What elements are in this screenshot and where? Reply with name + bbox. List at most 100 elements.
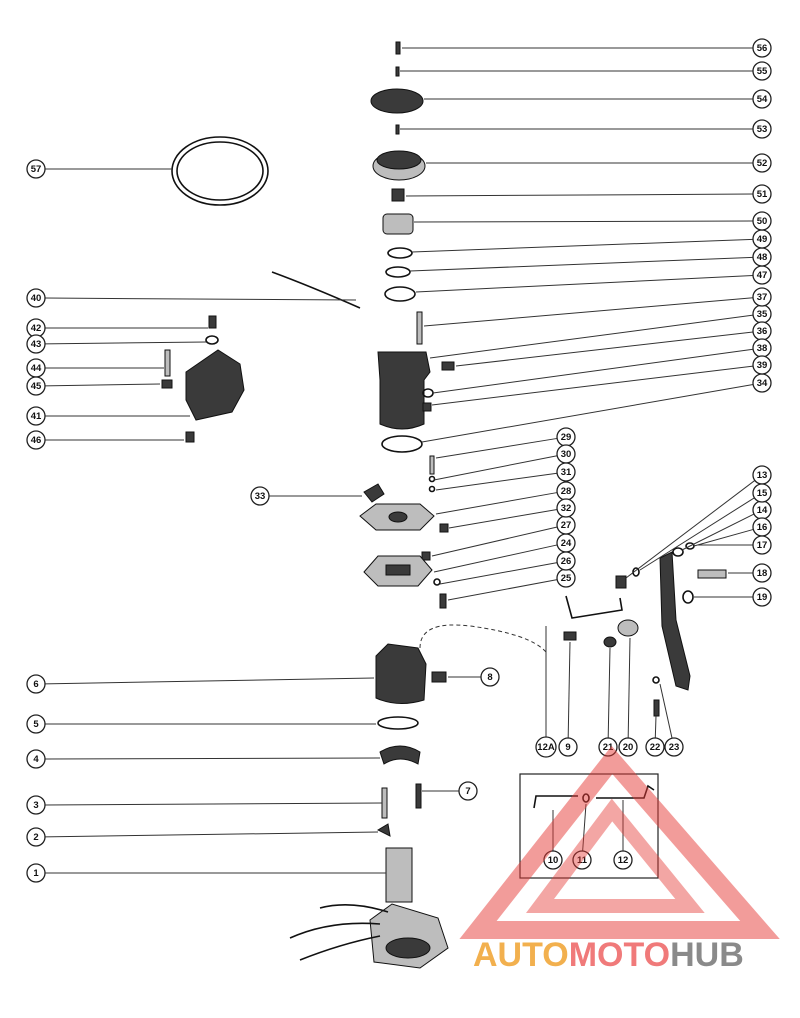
callout-label: 50 [757,216,768,227]
callout-26: 26 [556,551,576,571]
part-10-rod [533,795,578,809]
leader-49 [411,238,754,253]
callout-circle [26,159,46,179]
part-55-pin [395,66,400,77]
callout-circle [26,430,46,450]
part-46-nut [185,431,195,443]
callout-label: 22 [650,742,661,753]
callout-57: 57 [26,159,46,179]
part-1-wires [289,904,389,961]
callout-circle [752,38,772,58]
callout-42: 42 [26,318,46,338]
leader-51 [405,193,754,197]
watermark-triangle-outer [459,745,780,939]
leader-50 [413,220,754,223]
leader-45 [44,383,161,387]
leader-2 [44,831,379,838]
part-24-bracket-slot [385,564,411,576]
part-15-clip [632,567,640,577]
callout-label: 15 [757,488,768,499]
leader-6 [44,677,375,685]
callout-circle [613,850,633,870]
part-23-washer [652,676,660,684]
callout-13: 13 [752,465,772,485]
callout-circle [752,563,772,583]
part-40-cable [271,271,361,309]
callout-35: 35 [752,304,772,324]
callout-label: 43 [31,339,42,350]
leader-21 [607,647,611,739]
part-4-band [379,745,421,765]
part-8-fitting [431,671,447,683]
callout-label: 23 [669,742,680,753]
callout-34: 34 [752,373,772,393]
callout-label: 57 [31,164,42,175]
leader-22 [654,715,657,739]
callout-circle [752,535,772,555]
watermark-hub: HUB [670,936,744,974]
callout-30: 30 [556,444,576,464]
callout-56: 56 [752,38,772,58]
part-39-plug [422,402,432,412]
leader-23 [659,683,673,739]
leader-48 [409,256,754,272]
callout-circle [618,737,638,757]
part-33-bracket [363,483,385,503]
callout-32: 32 [556,498,576,518]
part-13-bolt [615,575,627,589]
callout-label: 13 [757,470,768,481]
part-19-washer [682,590,694,604]
leader-27 [431,526,558,557]
callout-label: 21 [603,742,614,753]
callout-45: 45 [26,376,46,396]
leader-40 [44,297,357,301]
callout-label: 37 [757,292,768,303]
callout-52: 52 [752,153,772,173]
part-31-washer [428,485,436,493]
callout-44: 44 [26,358,46,378]
part-43-washer [205,335,219,345]
callout-label: 53 [757,124,768,135]
callout-circle [26,714,46,734]
callout-8: 8 [480,667,500,687]
callout-label: 24 [561,538,572,549]
callout-label: 36 [757,326,768,337]
callout-40: 40 [26,288,46,308]
callout-5: 5 [26,714,46,734]
callout-51: 51 [752,184,772,204]
callout-label: 29 [561,432,572,443]
part-1-shaft [385,847,413,903]
watermark-logo: AUTOMOTOHUB [459,745,780,974]
callout-label: 39 [757,360,768,371]
part-1-base-bore [385,937,431,959]
part-drawings [161,41,727,969]
leader-20 [627,637,631,739]
callout-label: 51 [757,189,768,200]
leader-36 [455,331,754,367]
callout-circle [26,674,46,694]
leader-31 [435,472,558,491]
leader-39 [431,365,754,406]
callout-55: 55 [752,61,772,81]
callout-circle [26,376,46,396]
callout-38: 38 [752,338,772,358]
leader-32 [448,509,558,529]
part-20-bushing [617,619,639,637]
callout-2: 2 [26,827,46,847]
part-53-pin [395,124,400,135]
callout-circle [572,850,592,870]
callout-label: 12A [537,742,555,753]
callout-4: 4 [26,749,46,769]
callout-12a: 12A [535,736,557,758]
callout-19: 19 [752,587,772,607]
callout-18: 18 [752,563,772,583]
callout-circle [556,462,576,482]
callout-7: 7 [458,781,478,801]
leader-4 [44,757,381,760]
callout-6: 6 [26,674,46,694]
part-6-housing [375,643,427,704]
callout-circle [458,781,478,801]
part-3-pin [381,787,388,819]
callout-label: 8 [487,672,492,683]
